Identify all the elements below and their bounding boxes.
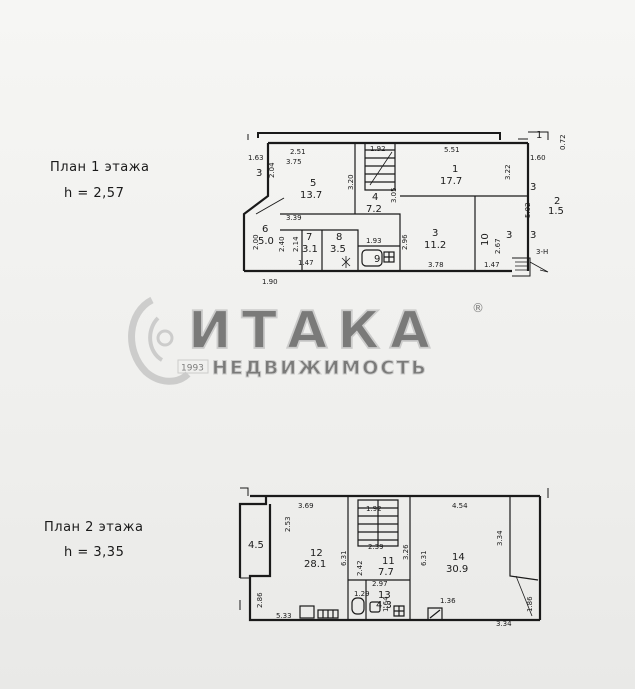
watermark-brand: ИТАКА (188, 301, 440, 361)
room-3-number: 3 (432, 228, 438, 239)
floor1-labels: 2.51 3.75 1.63 2.04 3.39 1.92 3.20 3.05 … (248, 130, 567, 286)
dim-label: 1.47 (298, 259, 314, 267)
room-5-number: 5 (310, 178, 316, 189)
dim-label: 5.33 (276, 612, 292, 620)
room-8-number: 8 (336, 232, 342, 243)
room-14-area: 30.9 (446, 564, 468, 575)
room-9-label: 9 (374, 254, 380, 265)
dim-label: 3.34 (496, 620, 512, 628)
room-11-area: 7.7 (378, 567, 394, 578)
dim-label: 1.86 (526, 596, 534, 612)
wall-tag: 3 (530, 230, 536, 241)
dim-label: 3-Н (536, 248, 548, 256)
dim-label: 0.72 (559, 134, 567, 150)
dim-label: 1.92 (370, 145, 386, 153)
dim-label: 1.47 (484, 261, 500, 269)
floor2-title: План 2 этажа (44, 520, 144, 535)
dim-label: 1.93 (366, 237, 382, 245)
dim-label: 2.97 (372, 580, 388, 588)
room-1-area: 17.7 (440, 176, 462, 187)
dim-label: 3.05 (390, 187, 398, 203)
room-5-area: 13.7 (300, 190, 322, 201)
room-12-number: 12 (310, 548, 323, 559)
dim-label: 1.29 (354, 590, 370, 598)
room-7-number: 7 (306, 232, 312, 243)
room-12-area: 28.1 (304, 559, 326, 570)
room-10-label: 10 (480, 233, 491, 246)
room-bay-area: 4.5 (248, 540, 264, 551)
dim-label: 1.63 (248, 154, 264, 162)
room-1-number: 1 (452, 164, 458, 175)
watermark-subtitle: НЕДВИЖИМОСТЬ (212, 357, 428, 379)
room-8-area: 3.5 (330, 244, 346, 255)
dim-label: 4.54 (452, 502, 468, 510)
wall-tag: 3 (506, 230, 512, 241)
dim-label: 2.40 (278, 236, 286, 252)
dim-label: 2.51 (290, 148, 306, 156)
dim-label: 3.26 (402, 544, 410, 560)
dim-label: 1.64 (382, 596, 390, 612)
floor1-height: h = 2,57 (64, 186, 125, 201)
dim-label: 2.96 (401, 234, 409, 250)
room-14-number: 14 (452, 552, 465, 563)
room-6-area: 5.0 (258, 236, 274, 247)
dim-label: 3.20 (347, 174, 355, 190)
dim-label: 2.39 (368, 543, 384, 551)
wall-tag: 3 (530, 182, 536, 193)
floor2-plan (238, 487, 549, 622)
dim-label: 1.60 (530, 154, 546, 162)
dim-label: 6.31 (420, 550, 428, 566)
dim-label: 3.34 (496, 530, 504, 546)
dim-label: 2.04 (268, 162, 276, 178)
dim-label: 2.53 (284, 516, 292, 532)
dim-label: 3.39 (286, 214, 302, 222)
room-4-number: 4 (372, 192, 378, 203)
room-7-area: 3.1 (302, 244, 318, 255)
room-13-area: 4.3 (376, 600, 392, 611)
room-2-number: 2 (554, 196, 560, 207)
floor1-title: План 1 этажа (50, 160, 150, 175)
dim-label: 3.69 (298, 502, 314, 510)
room-4-area: 7.2 (366, 204, 382, 215)
dim-label: 6.31 (340, 550, 348, 566)
dim-label: 3.22 (504, 164, 512, 180)
room-2-area: 1.5 (548, 206, 564, 217)
watermark-logo-icon (128, 296, 191, 385)
watermark-registered: ® (472, 301, 484, 315)
room-3-area: 11.2 (424, 240, 446, 251)
wall-tag: 1 (536, 130, 542, 141)
dim-label: 1.36 (440, 597, 456, 605)
dim-label: 2.14 (292, 236, 300, 252)
floor1-plan (242, 131, 549, 277)
watermark-year: 1993 (181, 364, 204, 374)
dim-label: 3.75 (286, 158, 302, 166)
floor2-height: h = 3,35 (64, 545, 125, 560)
room-11-number: 11 (382, 556, 395, 567)
dim-label: 1.90 (262, 278, 278, 286)
dim-label: 2.00 (252, 234, 260, 250)
wall-tag: 3 (256, 168, 262, 179)
dim-label: 5.02 (524, 202, 532, 218)
dim-label: 2.67 (494, 238, 502, 254)
dim-label: 1.92 (366, 505, 382, 513)
dim-label: 3.78 (428, 261, 444, 269)
dim-label: 2.42 (356, 560, 364, 576)
dim-label: 2.86 (256, 592, 264, 608)
watermark: ИТАКА ® 1993 НЕДВИЖИМОСТЬ (128, 296, 484, 385)
dim-label: 5.51 (444, 146, 460, 154)
floor2-labels: 3.69 4.54 2.53 1.92 3.34 6.31 3.26 6.31 … (248, 502, 534, 628)
room-6-number: 6 (262, 224, 268, 235)
room-13-number: 13 (378, 590, 391, 601)
